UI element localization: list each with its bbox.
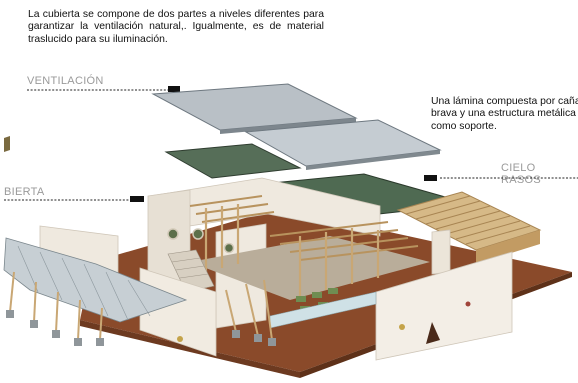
cielo-rasos-marker: [424, 175, 437, 181]
cielo-rasos-label: CIELO RASOS: [501, 162, 542, 186]
ventilacion-label: VENTILACIÓN: [27, 75, 104, 87]
round-windows: [167, 228, 235, 254]
lamina-description: Una lámina compuesta por caña brava y un…: [431, 96, 578, 132]
canopy-slats: [17, 245, 151, 321]
column-footings: [6, 310, 276, 346]
ventilacion-marker: [168, 86, 180, 92]
cane-ceiling-front: [476, 230, 540, 264]
cubierta-label: BIERTA: [4, 186, 45, 198]
canopy-columns: [9, 271, 273, 341]
right-roof-panel-edge: [306, 150, 440, 170]
leader-lines: [4, 89, 578, 201]
ground-slab-edge: [80, 320, 300, 378]
right-wall: [431, 229, 451, 275]
glass-roof-left: [164, 143, 302, 179]
cane-roof-structure: [189, 195, 419, 261]
cane-columns: [204, 204, 380, 296]
front-right-wall: [375, 251, 513, 361]
leader-markers: [130, 86, 437, 202]
intro-paragraph: La cubierta se compone de dos partes a n…: [28, 9, 324, 45]
left-edge-stub: [4, 136, 10, 152]
upper-roof-panel-edge: [220, 118, 356, 134]
front-left-window: [177, 336, 183, 342]
staircase: [167, 249, 215, 293]
front-wall-openings: [399, 301, 471, 344]
cubierta-marker: [130, 196, 144, 202]
